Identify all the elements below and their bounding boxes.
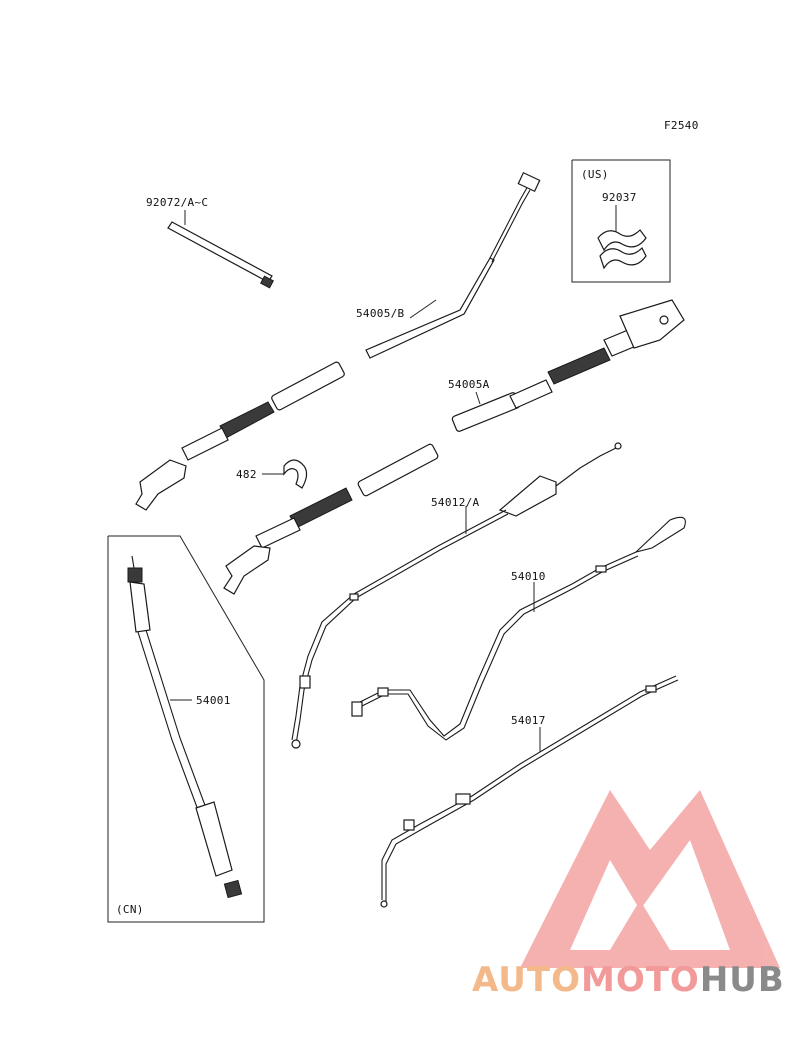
part-54005a-cable[interactable] (451, 299, 685, 432)
part-482-clip[interactable] (262, 459, 308, 489)
label-54005a: 54005A (448, 378, 490, 391)
part-54010-cable[interactable] (351, 516, 686, 741)
cn-region-box: (CN) (107, 535, 265, 923)
us-region-box: (US) (571, 159, 671, 283)
watermark-logo (520, 790, 780, 968)
part-92072-cable-tie[interactable] (167, 210, 274, 289)
label-92072: 92072/A~C (146, 196, 208, 209)
part-92037-clamp[interactable] (597, 205, 647, 270)
label-54012a: 54012/A (431, 496, 480, 509)
part-54017-cable[interactable] (380, 675, 679, 908)
watermark-auto: AUTO (472, 960, 581, 1000)
us-box-label: (US) (581, 168, 609, 181)
part-54005b-cable-sheath[interactable] (365, 171, 541, 359)
label-54005b: 54005/B (356, 307, 405, 320)
watermark-moto: MOTO (580, 960, 700, 1000)
watermark-text: AUTOMOTOHUB (472, 960, 785, 1000)
part-throttle-adjuster-lower[interactable] (223, 443, 439, 595)
figure-code: F2540 (664, 119, 699, 132)
watermark-hub: HUB (699, 960, 785, 1000)
label-482: 482 (236, 468, 257, 481)
label-54017: 54017 (511, 714, 546, 727)
label-54010: 54010 (511, 570, 546, 583)
label-92037: 92037 (602, 191, 637, 204)
part-54001-speedometer-cable[interactable] (127, 555, 243, 899)
part-throttle-adjuster-left[interactable] (135, 361, 345, 511)
label-54001: 54001 (196, 694, 231, 707)
part-54012a-cable[interactable] (291, 442, 622, 749)
cn-box-label: (CN) (116, 903, 144, 916)
